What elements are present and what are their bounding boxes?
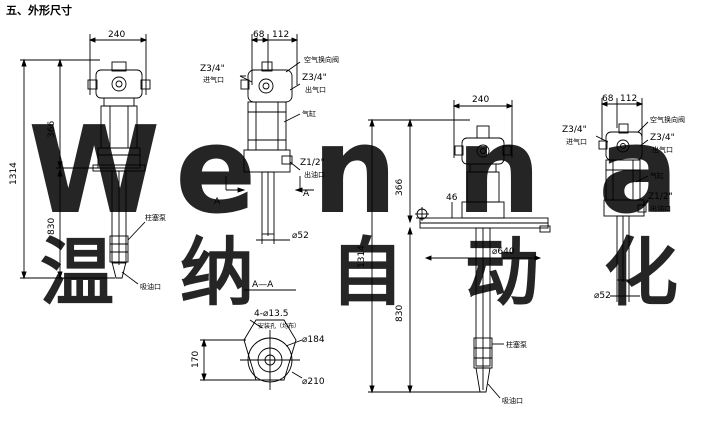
d1-dim-total: 1314 bbox=[9, 162, 19, 185]
d3-holes-note: 安装孔（均布） bbox=[258, 322, 300, 330]
d2-cylinder: 气缸 bbox=[302, 109, 316, 118]
d3-holes: 4-⌀13.5 bbox=[254, 309, 288, 319]
section-heading: 五、外形尺寸 bbox=[6, 4, 72, 17]
drawing-3-labels: A—A 4-⌀13.5 安装孔（均布） 170 ⌀184 ⌀210 bbox=[191, 280, 325, 387]
d3-dim-height: 170 bbox=[191, 351, 201, 368]
d2-air-inlet-size: Z3/4" bbox=[200, 64, 225, 74]
d5-dim-diameter: ⌀52 bbox=[594, 291, 611, 301]
d4-dim-46: 46 bbox=[446, 193, 458, 203]
watermark-letter-3: n bbox=[312, 102, 397, 241]
watermark-char-2: 纳 bbox=[180, 230, 254, 316]
d1-label-inlet: 吸油口 bbox=[140, 282, 161, 291]
d5-oil-outlet: 出油口 bbox=[650, 204, 671, 213]
d5-cylinder: 气缸 bbox=[650, 171, 664, 180]
drawing-1-pump-side-view bbox=[20, 34, 151, 285]
d4-dim-total: 1314 bbox=[357, 245, 367, 268]
d4-dim-lower: 830 bbox=[395, 305, 405, 322]
drawing-5-labels: 68 112 Z3/4" 进气口 空气换向阀 Z3/4" 出气口 气缸 Z1/2… bbox=[562, 94, 685, 301]
d4-dim-width: 240 bbox=[472, 95, 489, 105]
drawing-2-pump-front-view bbox=[225, 34, 314, 244]
drawing-4-labels: 240 366 46 1314 ⌀640 830 柱塞泵 吸油口 bbox=[357, 95, 527, 405]
watermark-letter-4: n bbox=[456, 102, 541, 241]
d5-air-inlet-size: Z3/4" bbox=[562, 125, 587, 135]
d5-air-inlet: 进气口 bbox=[566, 137, 587, 146]
d1-label-pump: 柱塞泵 bbox=[145, 213, 166, 222]
watermark-char-3: 自 bbox=[330, 230, 404, 316]
d2-section-mark-left: A bbox=[214, 197, 221, 207]
drawing-5-pump-front-view-right bbox=[595, 98, 649, 302]
d4-dim-plate: ⌀640 bbox=[492, 247, 515, 257]
d5-air-outlet-size: Z3/4" bbox=[650, 133, 675, 143]
watermark-char-1: 温 bbox=[40, 230, 114, 316]
d2-dim-a: 68 bbox=[253, 30, 265, 40]
d2-air-inlet: 进气口 bbox=[203, 75, 224, 84]
d5-dim-a: 68 bbox=[602, 94, 614, 104]
d3-dim-outer: ⌀210 bbox=[302, 377, 325, 387]
watermark-letter-5: a bbox=[598, 102, 679, 241]
d2-dim-diameter: ⌀52 bbox=[292, 231, 309, 241]
d4-label-inlet: 吸油口 bbox=[502, 396, 523, 405]
watermark-char-4: 动 bbox=[465, 230, 539, 316]
d4-dim-upper: 366 bbox=[395, 179, 405, 196]
d2-dim-b: 112 bbox=[272, 30, 289, 40]
watermark-letter-2: e bbox=[175, 102, 256, 241]
d5-air-outlet: 出气口 bbox=[652, 145, 673, 154]
watermark-letter-1: W bbox=[28, 102, 160, 241]
watermark-char-5: 化 bbox=[604, 230, 678, 316]
d2-oil-outlet-size: Z1/2" bbox=[300, 158, 325, 168]
d4-label-pump: 柱塞泵 bbox=[506, 340, 527, 349]
d2-air-outlet: 出气口 bbox=[305, 85, 326, 94]
d2-valve: 空气换向阀 bbox=[304, 55, 339, 64]
d2-air-outlet-size: Z3/4" bbox=[302, 73, 327, 83]
d3-dim-inner: ⌀184 bbox=[302, 335, 325, 345]
drawing-1-labels: 240 1314 366 830 柱塞泵 吸油口 bbox=[9, 30, 166, 291]
d1-dim-lower: 830 bbox=[47, 218, 57, 235]
d2-oil-outlet: 出油口 bbox=[304, 170, 325, 179]
d2-section-mark-right: A bbox=[303, 189, 310, 199]
d3-section-title: A—A bbox=[252, 280, 274, 290]
d5-valve: 空气换向阀 bbox=[650, 115, 685, 124]
d1-dim-width: 240 bbox=[108, 30, 125, 40]
d5-oil-outlet-size: Z1/2" bbox=[648, 192, 673, 202]
d5-dim-b: 112 bbox=[620, 94, 637, 104]
drawing-2-labels: 68 112 Z3/4" 进气口 空气换向阀 Z3/4" 出气口 气缸 Z1/2… bbox=[200, 30, 339, 241]
drawing-4-plate-mounted-pump bbox=[368, 100, 551, 399]
d1-dim-upper: 366 bbox=[47, 121, 57, 138]
drawing-3-section-a-a bbox=[200, 289, 303, 390]
